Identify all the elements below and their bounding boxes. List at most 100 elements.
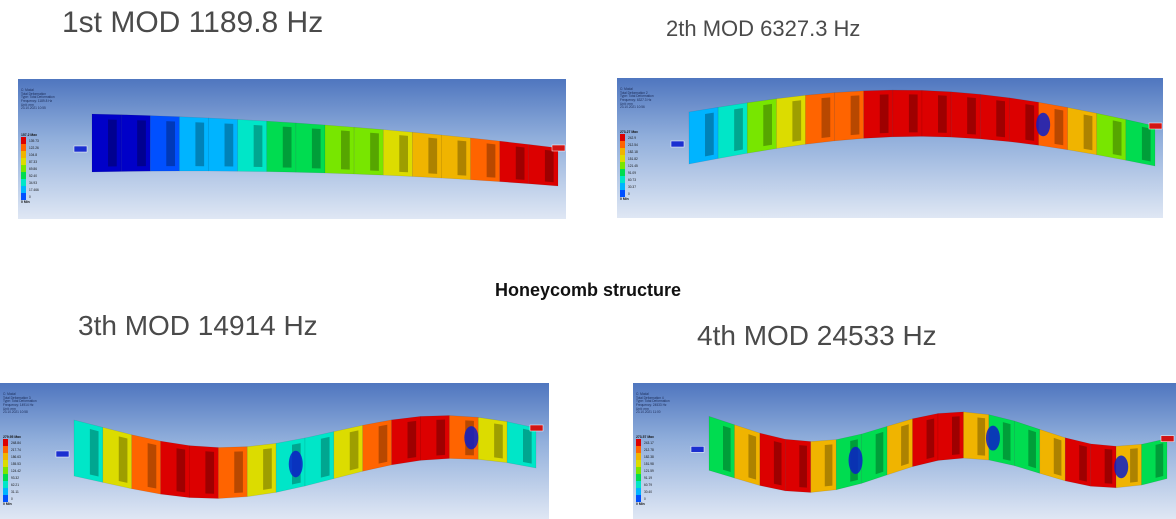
node-spot [1114, 455, 1129, 479]
beam-segment [912, 413, 939, 467]
beam-cell-wall [407, 420, 417, 459]
legend-row: 0 [21, 193, 39, 200]
legend-swatch [620, 148, 625, 155]
legend-value: 139.73 [29, 138, 39, 143]
beam-segment [120, 114, 151, 172]
legend-value: 17.466 [29, 187, 39, 192]
legend-swatch [3, 488, 8, 495]
beam-cell-wall [349, 430, 359, 471]
legend-row: 182.18 [620, 148, 638, 155]
legend-value: 31.11 [11, 489, 19, 494]
legend-row: 30.40 [636, 488, 654, 495]
legend-row: 0 [3, 495, 21, 502]
legend-swatch [620, 155, 625, 162]
beam-cell-wall [1112, 120, 1122, 156]
node-spot [848, 446, 863, 474]
beam-cell-wall [263, 448, 272, 490]
legend-swatch [3, 481, 8, 488]
legend-row: 182.38 [636, 453, 654, 460]
legend-swatch [636, 474, 641, 481]
legend-row: 122.26 [21, 144, 39, 151]
legend-value: 0 [628, 191, 630, 196]
beam-segment [1014, 420, 1041, 474]
legend-value: 248.84 [11, 440, 21, 445]
legend-swatch [636, 439, 641, 446]
legend-swatch [3, 474, 8, 481]
node-spot [464, 426, 479, 450]
legend-swatch [636, 467, 641, 474]
legend-row: 104.8 [21, 151, 39, 158]
legend-swatch [620, 141, 625, 148]
beam-cell-wall [515, 146, 525, 180]
legend-row: 217.74 [3, 446, 21, 453]
legend-row: 52.40 [21, 172, 39, 179]
legend-swatch [3, 446, 8, 453]
legend-row: 91.09 [620, 169, 638, 176]
max-marker-icon [1160, 435, 1175, 442]
beam-cell-wall [370, 132, 379, 171]
legend-swatch [21, 165, 26, 172]
legend-value: 91.19 [644, 475, 652, 480]
legend-row: 17.466 [21, 186, 39, 193]
legend-value: 182.18 [628, 149, 638, 154]
legend-max-label: 273.57 Max [636, 435, 654, 439]
legend-value: 69.86 [29, 166, 37, 171]
legend-value: 243.17 [644, 440, 654, 445]
beam-cell-wall [1130, 448, 1138, 483]
beam-cell-wall [799, 445, 807, 488]
beam-cell-wall [544, 149, 554, 183]
legend-row: 87.33 [21, 158, 39, 165]
beam-cell-wall [205, 451, 215, 494]
legend-row: 155.53 [3, 460, 21, 467]
legend-row: 30.37 [620, 183, 638, 190]
mode-3-title: 3th MOD 14914 Hz [78, 310, 318, 341]
legend-value: 87.33 [29, 159, 37, 164]
legend-value: 151.98 [644, 461, 654, 466]
beam-cell-wall [147, 443, 157, 489]
beam-cell-wall [879, 94, 889, 134]
beam-cell-wall [1104, 448, 1113, 484]
beam-cell-wall [428, 137, 438, 174]
beam-cell-wall [118, 436, 128, 483]
mode-1-beam [73, 113, 566, 187]
beam-cell-wall [1054, 108, 1064, 146]
max-marker-icon [1148, 122, 1163, 130]
legend-value: 60.73 [628, 177, 636, 182]
legend-row: 212.54 [620, 141, 638, 148]
legend-swatch [636, 446, 641, 453]
legend-swatch [620, 183, 625, 190]
legend-value: 104.8 [29, 152, 37, 157]
beam-cell-wall [938, 95, 947, 133]
legend-swatch [3, 467, 8, 474]
beam-segment [708, 415, 735, 479]
legend-value: 0 [11, 496, 13, 501]
beam-cell-wall [977, 417, 986, 456]
center-title: Honeycomb structure [494, 280, 682, 300]
beam-cell-wall [457, 140, 467, 176]
legend-row: 151.98 [636, 460, 654, 467]
legend-swatch [21, 137, 26, 144]
beam-cell-wall [996, 100, 1006, 138]
legend-swatch [620, 162, 625, 169]
legend-value: 60.79 [644, 482, 652, 487]
legend-max-label: 279.95 Max [3, 435, 21, 439]
legend-swatch [636, 481, 641, 488]
beam-cell-wall [850, 95, 860, 136]
beam-cell-wall [320, 436, 330, 478]
legend-max-label: 157.2 Max [21, 133, 38, 137]
legend-row: 0 [620, 190, 638, 197]
legend-value: 30.40 [644, 489, 652, 494]
beam-cell-wall [821, 97, 831, 139]
legend-row: 31.11 [3, 488, 21, 495]
beam-cell-wall [901, 424, 909, 466]
min-marker-icon [73, 145, 88, 153]
legend-swatch [636, 488, 641, 495]
beam-cell-wall [176, 448, 186, 493]
legend-row: 248.84 [3, 439, 21, 446]
beam-cell-wall [1025, 104, 1035, 141]
